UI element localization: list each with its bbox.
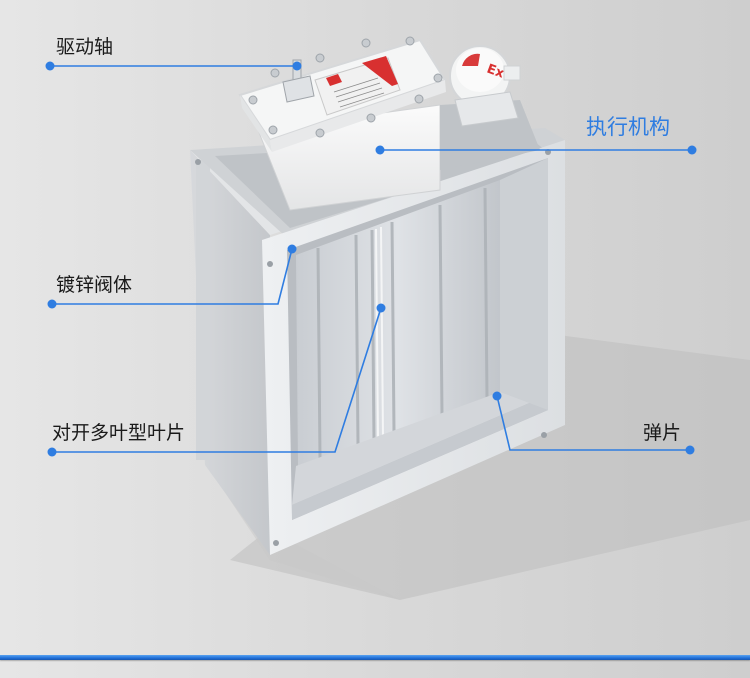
- callout-dot: [287, 244, 297, 254]
- bottom-accent-bar: [0, 655, 750, 660]
- callout-dot: [292, 61, 302, 71]
- callout-opposed-blades: [47, 303, 386, 457]
- label-spring-seal: 弹片: [643, 422, 682, 444]
- callout-dot: [492, 391, 502, 401]
- callout-line: [52, 307, 382, 453]
- label-galvanized-body: 镀锌阀体: [56, 274, 133, 296]
- label-actuator: 执行机构: [586, 115, 670, 139]
- ex-mark: Ex: [485, 62, 507, 82]
- label-drive-shaft: 驱动轴: [56, 36, 114, 58]
- callout-dot: [685, 445, 695, 455]
- callout-dot: [376, 303, 386, 313]
- callout-dot: [687, 145, 697, 155]
- callout-layer: [45, 61, 697, 457]
- callout-actuator: [375, 145, 697, 155]
- floor-shadow: [230, 330, 750, 600]
- ex-junction-box: Ex: [449, 45, 521, 127]
- callout-drive-shaft: [45, 61, 302, 71]
- callout-line: [496, 395, 690, 451]
- callout-galvanized-body: [47, 244, 297, 309]
- callout-line: [52, 248, 293, 305]
- callout-spring-seal: [492, 391, 695, 455]
- callout-dot: [47, 447, 57, 457]
- spring-seal-strip: [292, 392, 548, 505]
- actuator-box: [238, 36, 447, 152]
- damper-blades: [296, 180, 500, 466]
- callout-dot: [375, 145, 385, 155]
- callout-dot: [45, 61, 55, 71]
- label-opposed-blades: 对开多叶型叶片: [52, 422, 186, 444]
- callout-dot: [47, 299, 57, 309]
